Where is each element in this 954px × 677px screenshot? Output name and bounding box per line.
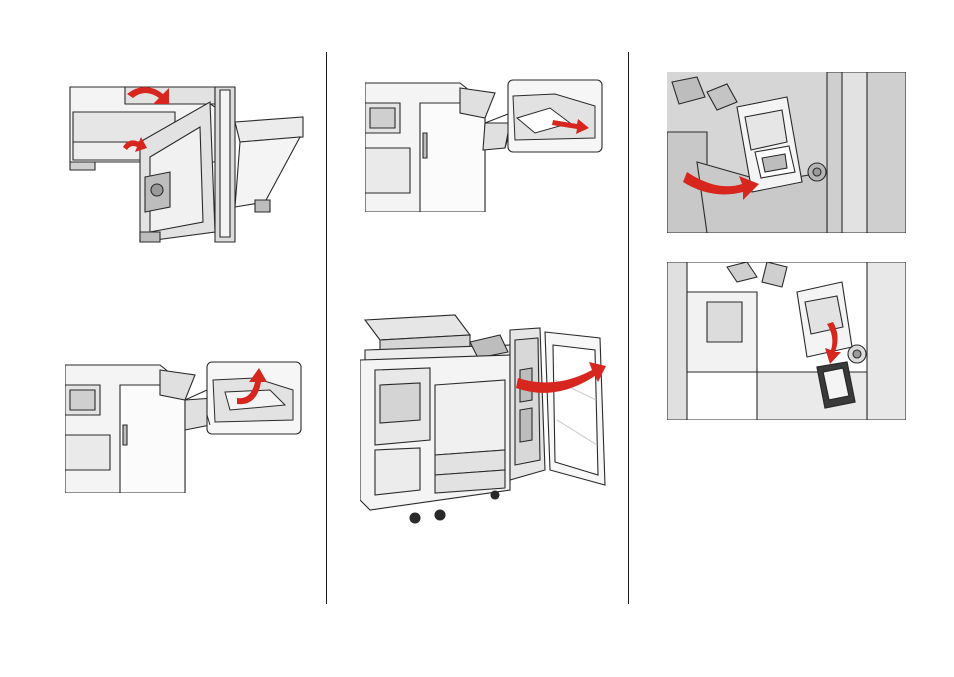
figure-output-bin-paper — [65, 360, 305, 493]
paper-pull-illustration — [365, 78, 605, 212]
printer-finisher-illustration — [360, 310, 610, 532]
staple-cartridge-remove-illustration — [667, 262, 906, 420]
figure-pull-jammed-paper — [365, 78, 605, 212]
column-divider-left — [326, 52, 327, 604]
figure-rotate-staple-unit — [667, 72, 906, 233]
staple-unit-rotate-illustration — [667, 72, 906, 233]
column-divider-right — [628, 52, 629, 604]
figure-open-finisher-door — [65, 82, 305, 252]
figure-remove-staple-cartridge — [667, 262, 906, 420]
staple-unit-body — [797, 282, 852, 357]
finisher-door-illustration — [65, 82, 305, 252]
figure-open-finisher-front-door — [360, 310, 610, 532]
output-bin-illustration — [65, 360, 305, 493]
